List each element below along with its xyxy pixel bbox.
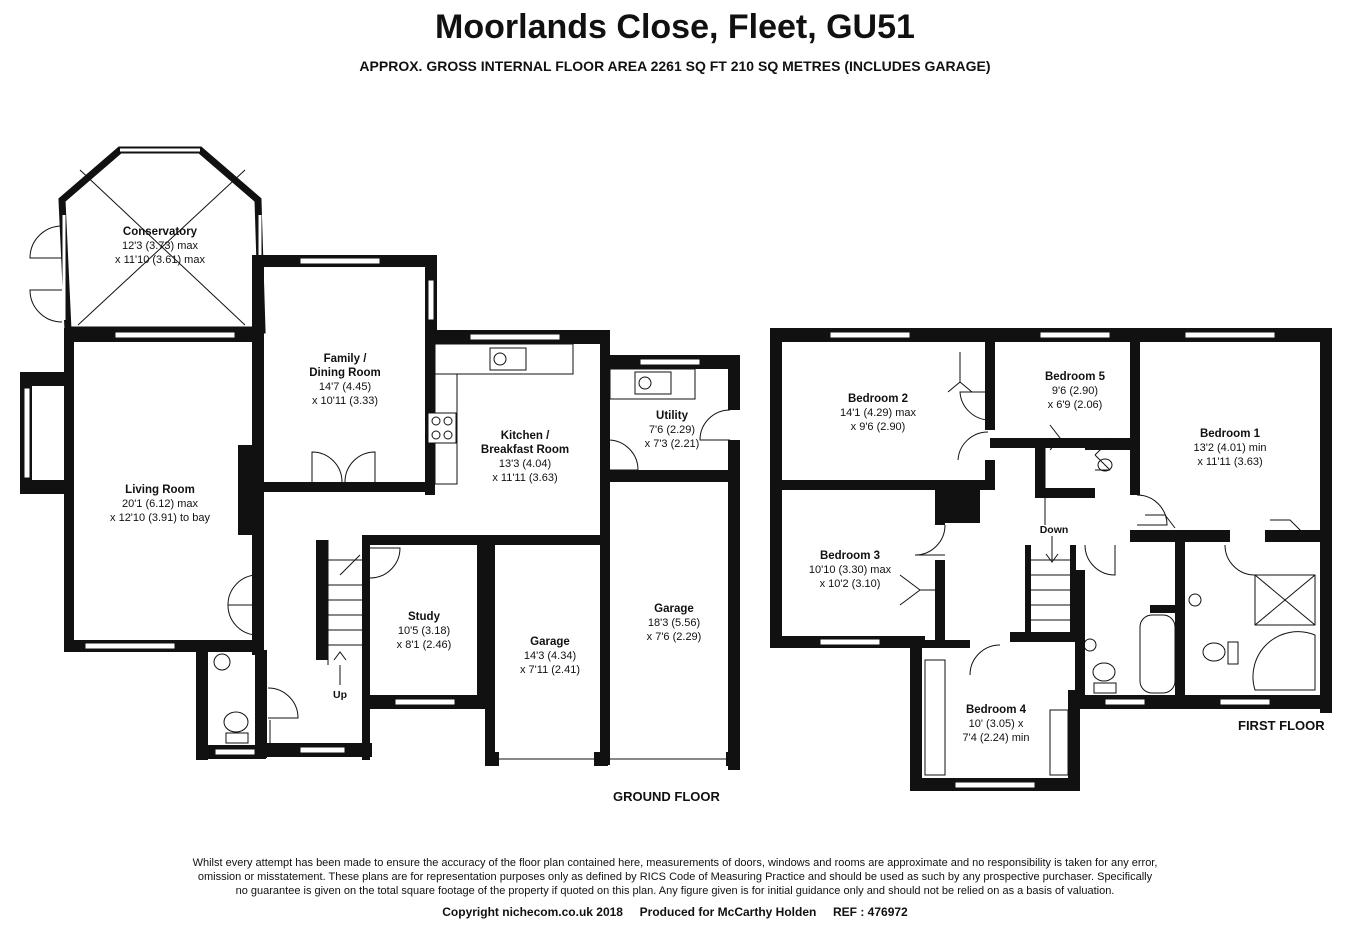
bedroom2-name: Bedroom 2: [848, 393, 908, 405]
bedroom4-name: Bedroom 4: [966, 704, 1027, 716]
kitchen-name-1: Kitchen /: [501, 430, 550, 442]
stairs-down-label: Down: [1040, 524, 1069, 536]
utility-dim-1: 7'6 (2.29): [649, 424, 695, 436]
first-floor: Bedroom 2 14'1 (4.29) max x 9'6 (2.90) B…: [770, 328, 1332, 791]
garage-walls: [485, 478, 740, 766]
ground-floor-label: GROUND FLOOR: [613, 789, 720, 804]
utility-dim-2: x 7'3 (2.21): [645, 438, 700, 450]
ground-floor-labels: Conservatory 12'3 (3.73) max x 11'10 (3.…: [110, 226, 720, 804]
bedroom4-dim-2: 7'4 (2.24) min: [963, 732, 1030, 744]
kitchen-walls: [425, 330, 639, 560]
study-walls: [370, 545, 487, 709]
bedroom5-dim-2: x 6'9 (2.06): [1048, 399, 1103, 411]
first-floor-label: FIRST FLOOR: [1238, 718, 1325, 733]
living-room-name: Living Room: [125, 484, 195, 496]
bedroom1-name: Bedroom 1: [1200, 428, 1261, 440]
conservatory-name: Conservatory: [123, 226, 198, 238]
bedroom1-dim-2: x 11'11 (3.63): [1197, 456, 1262, 468]
kitchen-name-2: Breakfast Room: [481, 444, 569, 456]
family-room-dim-2: x 10'11 (3.33): [312, 395, 378, 407]
plan-title: Moorlands Close, Fleet, GU51: [435, 8, 915, 46]
first-floor-outer-walls: [770, 328, 1332, 791]
garage-right-dim-2: x 7'6 (2.29): [647, 631, 702, 643]
living-room-walls: [20, 328, 262, 652]
floor-area-subtitle: APPROX. GROSS INTERNAL FLOOR AREA 2261 S…: [359, 58, 991, 74]
bedroom5-name: Bedroom 5: [1045, 371, 1106, 383]
kitchen-dim-2: x 11'11 (3.63): [492, 472, 557, 484]
bedroom2-dim-2: x 9'6 (2.90): [851, 421, 906, 433]
disclaimer: Whilst every attempt has been made to en…: [120, 856, 1230, 898]
bedroom3-dim-1: 10'10 (3.30) max: [809, 564, 892, 576]
study-name: Study: [408, 611, 441, 623]
study-dim-1: 10'5 (3.18): [398, 625, 450, 637]
garage-right-name: Garage: [654, 603, 694, 615]
bedroom2-dim-1: 14'1 (4.29) max: [840, 407, 917, 419]
conservatory-dim-2: x 11'10 (3.61) max: [115, 254, 205, 266]
ground-floor: Conservatory 12'3 (3.73) max x 11'10 (3.…: [20, 146, 740, 804]
family-room-dim-1: 14'7 (4.45): [319, 381, 371, 393]
utility-walls: [600, 355, 740, 770]
copyright-footer: Copyright nichecom.co.uk 2018 Produced f…: [442, 905, 908, 919]
disclaimer-line-3: no guarantee is given on the total squar…: [235, 885, 1115, 897]
study-dim-2: x 8'1 (2.46): [397, 639, 452, 651]
hall-walls: [196, 535, 437, 760]
first-floor-stairs: [1025, 536, 1076, 640]
bedroom4-dim-1: 10' (3.05) x: [969, 718, 1024, 730]
garage-left-name: Garage: [530, 636, 570, 648]
bedroom5-dim-1: 9'6 (2.90): [1052, 385, 1098, 397]
disclaimer-line-2: omission or misstatement. These plans ar…: [197, 871, 1153, 883]
stairs-up-label: Up: [333, 689, 347, 701]
living-room-dim-1: 20'1 (6.12) max: [122, 498, 199, 510]
disclaimer-line-1: Whilst every attempt has been made to en…: [192, 857, 1158, 869]
family-room-walls: [252, 255, 437, 655]
bedroom3-dim-2: x 10'2 (3.10): [820, 578, 881, 590]
conservatory-dim-1: 12'3 (3.73) max: [122, 240, 199, 252]
bedroom3-name: Bedroom 3: [820, 550, 880, 562]
garage-left-dim-2: x 7'11 (2.41): [520, 664, 580, 676]
first-floor-internal-walls: [778, 335, 1325, 700]
bedroom1-dim-1: 13'2 (4.01) min: [1193, 442, 1266, 454]
garage-right-dim-1: 18'3 (5.56): [648, 617, 700, 629]
utility-name: Utility: [656, 410, 689, 422]
garage-left-dim-1: 14'3 (4.34): [524, 650, 576, 662]
living-room-dim-2: x 12'10 (3.91) to bay: [110, 512, 210, 524]
bathroom-fixtures: [924, 458, 1316, 776]
kitchen-dim-1: 13'3 (4.04): [499, 458, 551, 470]
family-room-name-1: Family /: [324, 353, 368, 365]
first-floor-labels: Bedroom 2 14'1 (4.29) max x 9'6 (2.90) B…: [809, 371, 1325, 744]
family-room-name-2: Dining Room: [309, 367, 381, 379]
